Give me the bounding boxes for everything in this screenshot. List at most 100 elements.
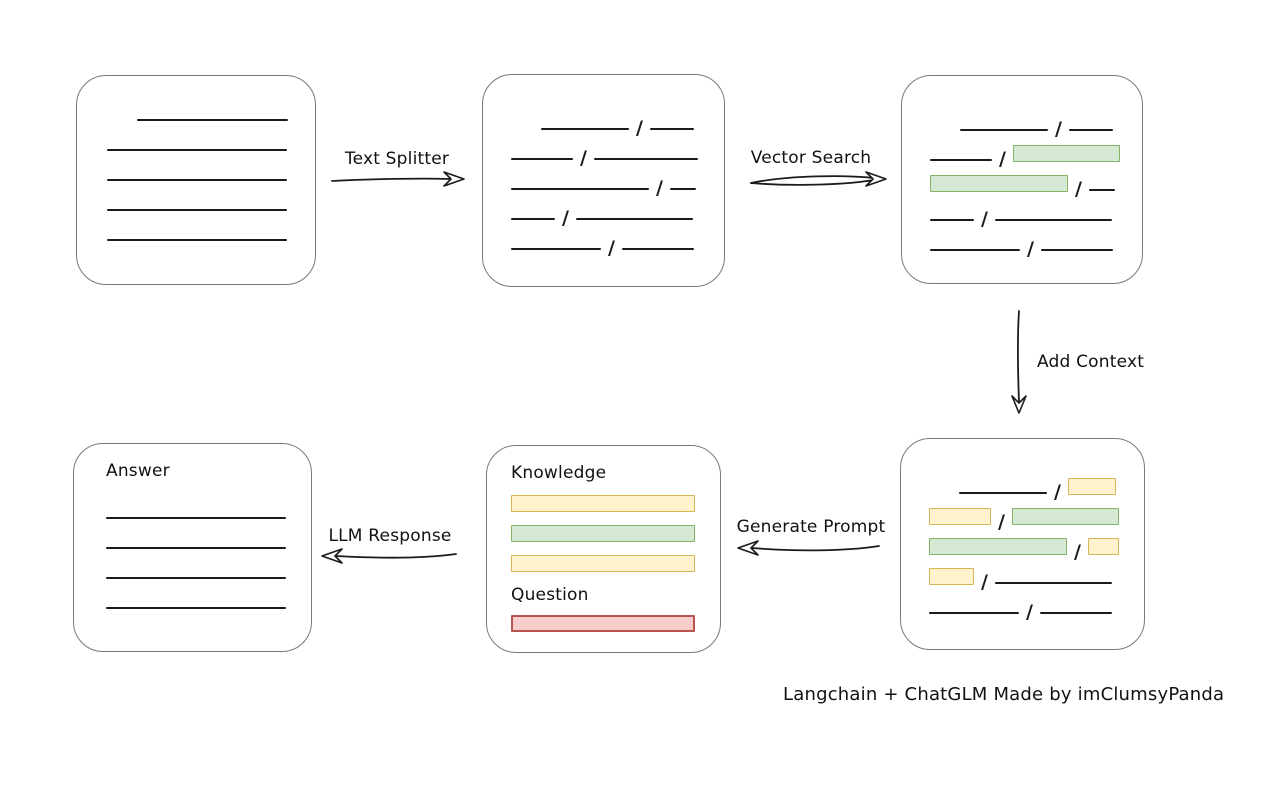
chunk-row xyxy=(511,495,720,512)
chunk-row xyxy=(107,156,315,186)
chunk-row: / xyxy=(930,136,1142,170)
chunk-separator-slash: / xyxy=(656,177,663,199)
generate-prompt-arrow xyxy=(737,540,880,556)
text-line xyxy=(1088,189,1115,191)
box-label: Knowledge xyxy=(511,463,607,483)
text-line xyxy=(106,577,286,579)
chunk-row: Question xyxy=(511,584,720,606)
generate-prompt-label: Generate Prompt xyxy=(736,517,886,537)
chunk-separator-slash: / xyxy=(981,208,988,230)
chunk-row xyxy=(106,524,311,554)
chunk-separator-slash: / xyxy=(1075,178,1082,200)
text-line xyxy=(994,219,1112,221)
question-bar xyxy=(511,615,695,632)
box-label: Question xyxy=(511,585,589,605)
matched-chunk-bar xyxy=(511,525,695,542)
text-line xyxy=(669,188,696,190)
text-line xyxy=(511,248,601,250)
chunk-row: Knowledge xyxy=(511,462,720,484)
matched-chunks-content: / / / / / xyxy=(902,76,1142,283)
chunk-separator-slash: / xyxy=(1074,541,1081,563)
chunk-row: / xyxy=(929,589,1144,623)
text-line xyxy=(960,129,1048,131)
text-line xyxy=(541,128,629,130)
chunk-row xyxy=(107,186,315,216)
context-chunk-bar xyxy=(1087,538,1119,555)
text-line xyxy=(511,188,649,190)
text-line xyxy=(106,547,286,549)
chunk-row: / xyxy=(929,499,1144,533)
chunk-separator-slash: / xyxy=(580,147,587,169)
text-line xyxy=(511,158,573,160)
chunk-row xyxy=(107,126,315,156)
text-line xyxy=(107,239,287,241)
vector-search-arrow xyxy=(750,171,887,187)
text-line xyxy=(106,517,286,519)
text-line xyxy=(106,607,286,609)
matched-chunk-bar xyxy=(1011,508,1119,525)
chunk-row xyxy=(106,494,311,524)
text-line xyxy=(930,249,1020,251)
text-line xyxy=(107,179,287,181)
chunk-row xyxy=(106,584,311,614)
text-line xyxy=(930,219,974,221)
chunk-row: / xyxy=(511,105,724,139)
text-line xyxy=(1040,249,1113,251)
chunk-row: / xyxy=(929,469,1144,503)
box-label: Answer xyxy=(106,461,170,481)
text-line xyxy=(137,119,288,121)
text-line xyxy=(575,218,693,220)
add-context-label: Add Context xyxy=(1037,352,1145,372)
llm-response-label: LLM Response xyxy=(328,526,452,546)
text-line xyxy=(593,158,698,160)
text-line xyxy=(511,218,555,220)
text-line xyxy=(621,248,694,250)
vector-search-label: Vector Search xyxy=(750,148,872,168)
chunk-row: / xyxy=(929,529,1144,563)
chunk-separator-slash: / xyxy=(998,511,1005,533)
context-chunk-bar xyxy=(1067,478,1116,495)
chunk-row xyxy=(511,555,720,572)
chunk-row xyxy=(107,96,315,126)
chunk-separator-slash: / xyxy=(636,117,643,139)
chunk-separator-slash: / xyxy=(1054,481,1061,503)
answer-content: Answer xyxy=(74,444,311,651)
chunk-row: / xyxy=(511,135,724,169)
chunk-row xyxy=(106,554,311,584)
chunk-row: / xyxy=(511,195,724,229)
chunk-row: / xyxy=(930,166,1142,200)
text-line xyxy=(959,492,1047,494)
chunk-separator-slash: / xyxy=(1027,238,1034,260)
flow-box-matched-chunks: / / / / / xyxy=(901,75,1143,284)
chunk-separator-slash: / xyxy=(1055,118,1062,140)
flow-box-answer: Answer xyxy=(73,443,312,652)
text-line xyxy=(929,612,1019,614)
add-context-arrow xyxy=(1011,310,1027,414)
chunk-row: / xyxy=(930,196,1142,230)
chunk-row: / xyxy=(511,165,724,199)
matched-chunk-bar xyxy=(930,175,1068,192)
chunk-separator-slash: / xyxy=(1026,601,1033,623)
chunk-separator-slash: / xyxy=(562,207,569,229)
context-chunk-bar xyxy=(511,495,695,512)
chunk-row: / xyxy=(930,226,1142,260)
llm-response-arrow xyxy=(321,548,457,564)
chunk-row xyxy=(511,615,720,632)
chunk-row: Answer xyxy=(106,460,311,482)
text-splitter-arrow xyxy=(331,171,465,187)
flow-box-split-chunks: / / / / / xyxy=(482,74,725,287)
split-chunks-content: / / / / / xyxy=(483,75,724,286)
context-chunk-bar xyxy=(511,555,695,572)
chunk-separator-slash: / xyxy=(999,148,1006,170)
text-line xyxy=(649,128,694,130)
chunk-separator-slash: / xyxy=(981,571,988,593)
flow-box-context-chunks: / / / / / xyxy=(900,438,1145,650)
chunk-separator-slash: / xyxy=(608,237,615,259)
text-line xyxy=(1068,129,1113,131)
text-line xyxy=(107,149,287,151)
chunk-row: / xyxy=(511,225,724,259)
chunk-row: / xyxy=(930,106,1142,140)
chunk-row xyxy=(511,525,720,542)
